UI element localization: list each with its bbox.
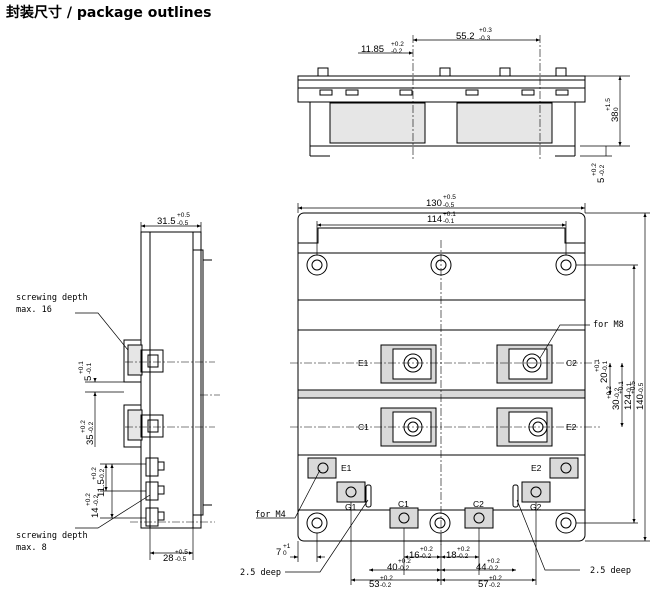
terminal-c1-aux: C1 [398,499,409,509]
dim-40-value: 40 [387,562,398,573]
dim-height-value: 38 [610,111,621,122]
top-view-dimensions [358,38,630,157]
dim-44-minus: -0.2 [487,565,499,572]
dim-mount-w-minus: -0.1 [443,218,455,225]
dim-term-30-plus: +0.2 [606,386,613,399]
dim-height-minus: 0 [613,107,620,111]
dim-side-35-minus: -0.2 [88,421,95,433]
dim-57-value: 57 [478,579,489,590]
dim-term-20-minus: -0.1 [602,360,609,372]
dim-18-plus: +0.2 [457,546,470,553]
terminal-e1-aux: E1 [341,463,352,473]
dim-side-115-plus: +0.2 [91,467,98,480]
dim-40-plus: +0.2 [398,558,411,565]
dim-side-28-value: 28 [163,553,174,564]
dim-term-20-plus: +0.1 [594,359,601,372]
dim-7-minus: 0 [283,550,287,557]
dim-side-28-minus: -0.5 [175,556,187,563]
dim-16-plus: +0.2 [420,546,433,553]
dim-side-115-value: 11.5 [96,479,107,497]
dim-side-width-minus: -0.5 [177,220,189,227]
dim-53-minus: -0.2 [380,582,392,589]
dim-side-gap-value: 5 [83,376,94,381]
dim-57-minus: -0.2 [489,582,501,589]
page-title: 封装尺寸 / package outlines [6,5,212,21]
side-view [123,231,220,529]
plan-view-dimensions [256,203,650,585]
dim-mount-w-value: 114 [427,214,442,225]
terminal-e2-aux: E2 [531,463,542,473]
dim-53-value: 53 [369,579,380,590]
dim-term-30-minus: -0.2 [614,387,621,399]
note-for-m8: for M8 [593,320,624,330]
dim-overall-h-value: 140 [635,394,646,410]
dim-term-20-value: 20 [599,372,610,383]
side-view-dimensions [75,222,202,560]
dim-top-offset-minus: -0.2 [391,48,403,55]
terminal-c2-main: C2 [566,358,577,368]
dim-side-115-minus: -0.2 [99,468,106,480]
note-screw-8-line1: screwing depth [16,531,88,541]
dim-side-width-plus: +0.5 [177,212,190,219]
dim-7-value: 7 [276,547,281,558]
note-deep-left: 2.5 deep [240,568,281,578]
dim-side-28-plus: +0.5 [175,549,188,556]
dim-mount-h-minus: -0.1 [626,382,633,394]
note-for-m4: for M4 [255,510,286,520]
dim-overall-h-plus: +0.5 [630,381,637,394]
terminal-e2-main: E2 [566,422,577,432]
plan-view [290,212,600,545]
dim-base-thick-minus: -0.2 [599,164,606,176]
dim-overall-w-value: 130 [426,198,442,209]
dim-side-gap-plus: +0.1 [78,361,85,374]
dim-mount-w-plus: +0.1 [443,211,456,218]
terminal-c2-aux: C2 [473,499,484,509]
dim-overall-w-plus: +0.5 [443,194,456,201]
dim-side-14-value: 14 [90,507,101,518]
dim-18-minus: -0.2 [457,553,469,560]
dim-top-offset-value: 11.85 [361,44,384,55]
note-screw-8-line2: max. 8 [16,543,47,553]
dim-mount-h-value: 124 [623,394,634,410]
dim-mount-h-plus: +0.1 [618,381,625,394]
terminal-labels: E1 C2 C1 E2 E1 G1 C1 C2 G2 E2 [341,358,577,512]
note-screw-16-line2: max. 16 [16,305,52,315]
dim-side-gap-minus: -0.1 [86,362,93,374]
dim-top-offset-plus: +0.2 [391,41,404,48]
terminal-g1: G1 [345,502,357,512]
dim-16-value: 16 [409,550,420,561]
dim-40-minus: -0.2 [398,565,410,572]
notes: screwing depth max. 16 screwing depth ma… [16,293,631,578]
top-view [297,35,586,160]
dim-height-plus: +1.5 [605,98,612,111]
dim-7-plus: +1 [283,543,291,550]
dim-18-value: 18 [446,550,457,561]
dim-side-35-value: 35 [85,434,96,445]
dim-44-value: 44 [476,562,487,573]
dim-side-35-plus: +0.2 [80,420,87,433]
dim-base-thick-value: 5 [596,178,607,183]
dim-overall-h-minus: -0.5 [638,382,645,394]
dim-57-plus: +0.2 [489,575,502,582]
dim-53-plus: +0.2 [380,575,393,582]
note-deep-right: 2.5 deep [590,566,631,576]
dim-overall-w-minus: -0.5 [443,202,455,209]
dim-term-30-value: 30 [611,399,622,410]
dimension-labels: 11.85 +0.2 -0.2 55.2 +0.3 -0.3 38 +1.5 0… [78,27,646,590]
note-screw-16-line1: screwing depth [16,293,88,303]
dim-top-pitch-plus: +0.3 [479,27,492,34]
dim-44-plus: +0.2 [487,558,500,565]
terminal-c1-main: C1 [358,422,369,432]
dim-side-width-value: 31.5 [157,216,176,227]
dim-top-pitch-value: 55.2 [456,31,475,42]
dim-side-14-minus: -0.2 [93,494,100,506]
dim-top-pitch-minus: -0.3 [479,35,491,42]
terminal-e1-main: E1 [358,358,369,368]
terminal-g2: G2 [530,502,542,512]
dim-base-thick-plus: +0.2 [591,163,598,176]
dim-side-14-plus: +0.2 [85,493,92,506]
dim-16-minus: -0.2 [420,553,432,560]
